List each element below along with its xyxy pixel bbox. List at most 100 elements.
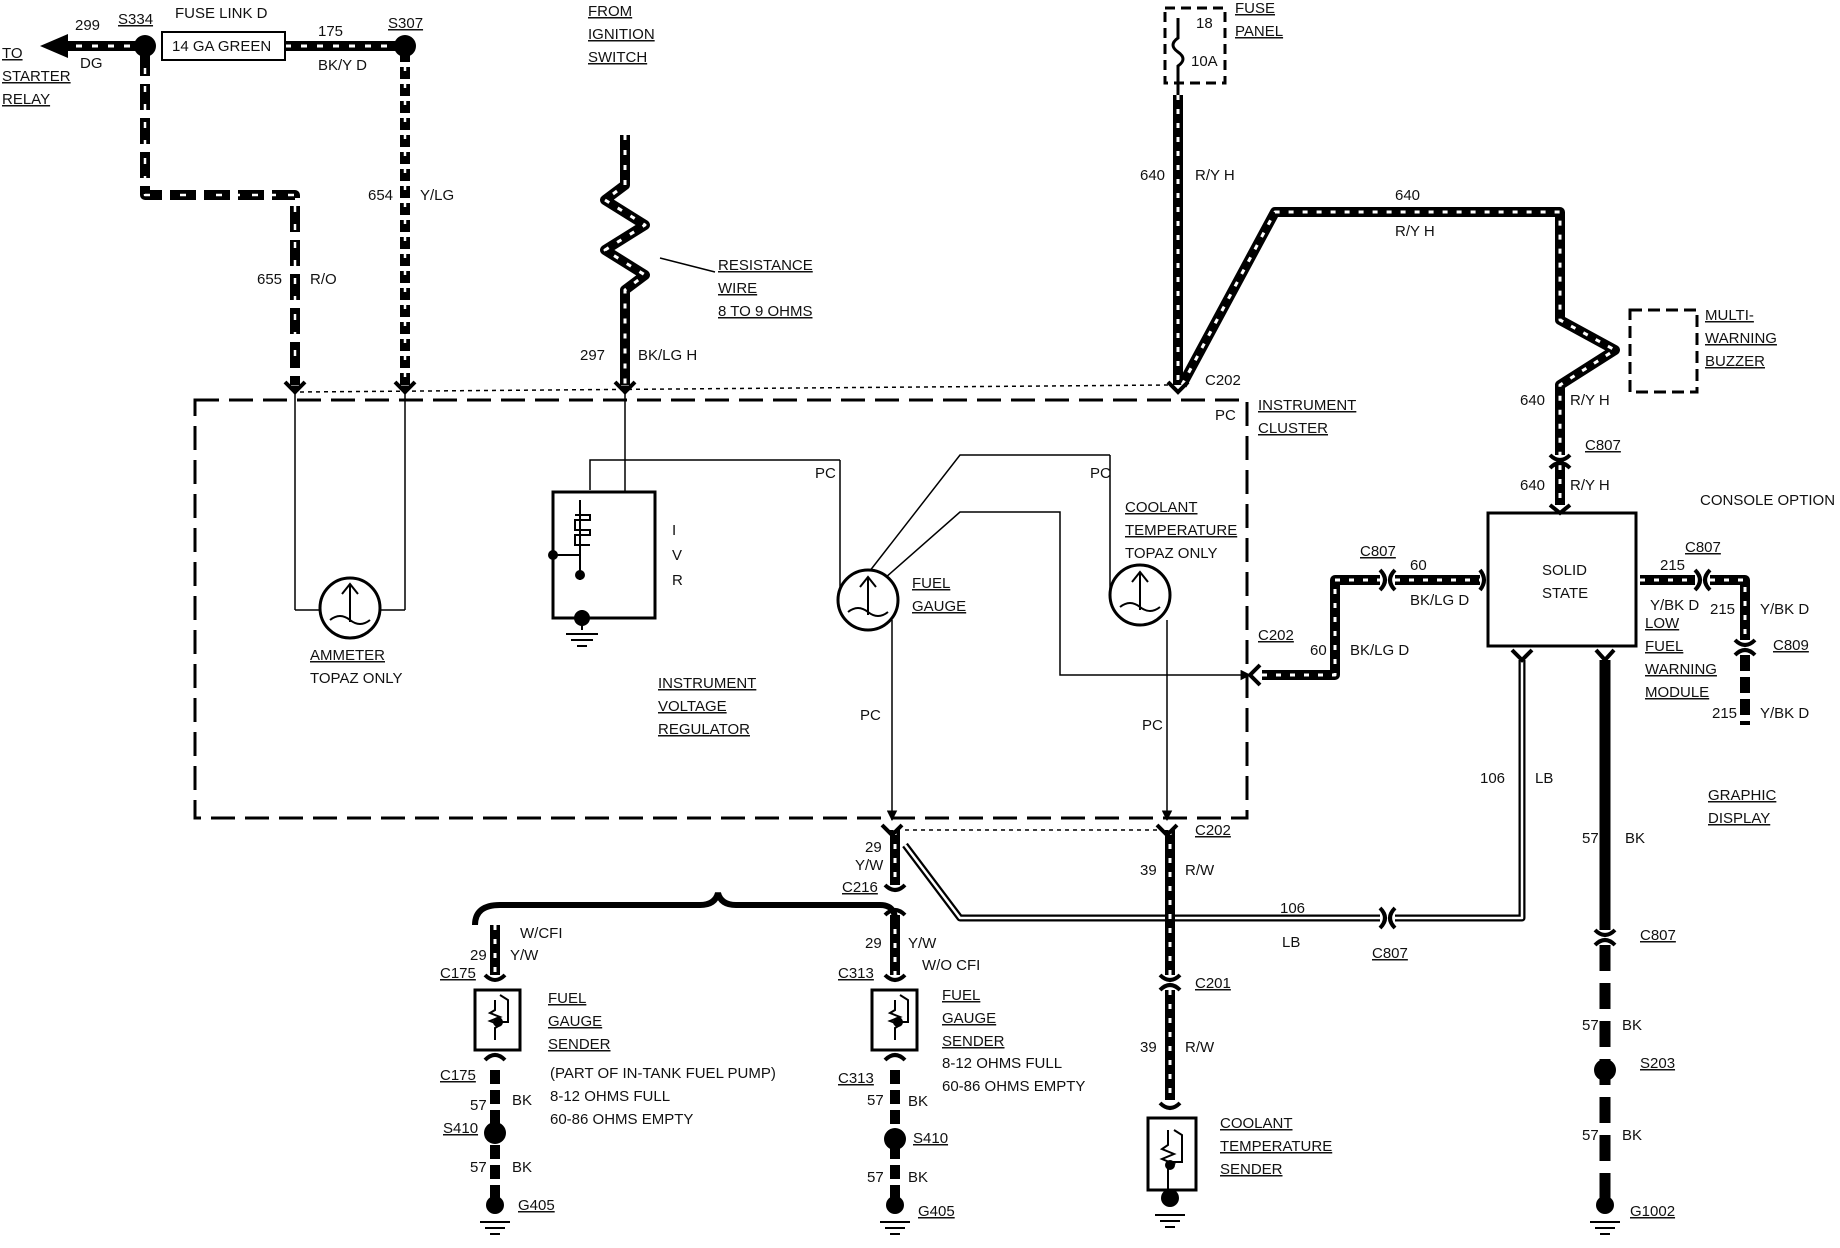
svg-text:REGULATOR: REGULATOR [658,721,750,738]
svg-text:G405: G405 [918,1203,955,1220]
svg-text:10A: 10A [1191,53,1218,70]
svg-text:BK/LG D: BK/LG D [1350,642,1409,659]
svg-text:57: 57 [1582,830,1599,847]
svg-text:RELAY: RELAY [2,91,50,108]
svg-text:BK/LG D: BK/LG D [1410,592,1469,609]
svg-text:C175: C175 [440,965,476,982]
svg-text:R/Y H: R/Y H [1395,223,1435,240]
svg-text:(PART OF IN-TANK FUEL PUMP): (PART OF IN-TANK FUEL PUMP) [550,1065,776,1082]
svg-text:R/Y H: R/Y H [1570,477,1610,494]
ground-g405-b [886,1196,904,1214]
svg-text:W/O CFI: W/O CFI [922,957,980,974]
label-graphic-display: GRAPHIC [1708,787,1777,804]
label-console-option: CONSOLE OPTION [1700,492,1835,509]
svg-text:640: 640 [1140,167,1165,184]
ground-coolant [1161,1189,1179,1207]
svg-text:Y/W: Y/W [855,857,884,874]
svg-text:S410: S410 [913,1130,948,1147]
svg-text:29: 29 [865,839,882,856]
internal-circuit [289,385,1252,822]
svg-text:BK: BK [512,1159,532,1176]
label-from-ignition: FROM [588,3,632,20]
wire-60 [1262,575,1380,680]
svg-text:W/CFI: W/CFI [520,925,563,942]
splice-s203 [1594,1059,1616,1081]
svg-text:C201: C201 [1195,975,1231,992]
svg-text:V: V [672,547,682,564]
svg-text:VOLTAGE: VOLTAGE [658,698,727,715]
wcfi-brace [472,892,898,926]
svg-text:BK/Y D: BK/Y D [318,57,367,74]
splice-s334 [134,35,156,57]
svg-text:BK: BK [1622,1017,1642,1034]
label-instrument-voltage-regulator: INSTRUMENT [658,675,756,692]
svg-text:57: 57 [867,1169,884,1186]
svg-text:215: 215 [1710,601,1735,618]
svg-text:297: 297 [580,347,605,364]
svg-text:57: 57 [1582,1127,1599,1144]
svg-text:BUZZER: BUZZER [1705,353,1765,370]
svg-text:Y/BK D: Y/BK D [1760,601,1809,618]
svg-text:640: 640 [1520,477,1545,494]
svg-text:14 GA GREEN: 14 GA GREEN [172,38,271,55]
instrument-cluster-boundary [193,398,1249,820]
wire-655 [140,50,300,385]
label-fuse-link: FUSE LINK D [175,5,268,22]
svg-text:C216: C216 [842,879,878,896]
label-fuel-gauge-sender-2: FUEL [942,987,980,1004]
label-resistance-wire: RESISTANCE [718,257,813,274]
svg-text:BK/LG H: BK/LG H [638,347,697,364]
svg-text:C202: C202 [1205,372,1241,389]
svg-text:Y/W: Y/W [510,947,539,964]
svg-text:60-86 OHMS EMPTY: 60-86 OHMS EMPTY [550,1111,693,1128]
svg-text:39: 39 [1140,1039,1157,1056]
fuse-panel-box [1163,6,1227,85]
svg-text:R/Y H: R/Y H [1570,392,1610,409]
svg-text:STARTER: STARTER [2,68,71,85]
svg-text:60: 60 [1310,642,1327,659]
svg-text:215: 215 [1660,557,1685,574]
svg-text:WARNING: WARNING [1705,330,1777,347]
svg-text:654: 654 [368,187,393,204]
svg-text:TOPAZ ONLY: TOPAZ ONLY [310,670,403,687]
svg-text:39: 39 [1140,862,1157,879]
svg-text:29: 29 [865,935,882,952]
svg-text:Y/LG: Y/LG [420,187,454,204]
svg-text:MODULE: MODULE [1645,684,1709,701]
svg-text:655: 655 [257,271,282,288]
label-coolant-temperature: COOLANT [1125,499,1198,516]
svg-text:DISPLAY: DISPLAY [1708,810,1770,827]
label-coolant-temperature-sender: COOLANT [1220,1115,1293,1132]
label-fuel-gauge: FUEL [912,575,950,592]
svg-text:WIRE: WIRE [718,280,757,297]
label-ammeter: AMMETER [310,647,385,664]
svg-text:SENDER: SENDER [548,1036,611,1053]
fuse-icon [1171,18,1185,95]
svg-text:SENDER: SENDER [1220,1161,1283,1178]
label-multi-warning-buzzer: MULTI- [1705,307,1754,324]
svg-text:60-86 OHMS EMPTY: 60-86 OHMS EMPTY [942,1078,1085,1095]
svg-text:I: I [672,522,676,539]
svg-text:106: 106 [1280,900,1305,917]
svg-text:215: 215 [1712,705,1737,722]
svg-text:R/W: R/W [1185,862,1215,879]
svg-text:BK: BK [1622,1127,1642,1144]
splice-s410-a [484,1122,506,1144]
svg-text:GAUGE: GAUGE [912,598,966,615]
svg-text:C809: C809 [1773,637,1809,654]
splice-s410-b [884,1128,906,1150]
svg-text:106: 106 [1480,770,1505,787]
label-s307: S307 [388,15,423,32]
svg-text:WARNING: WARNING [1645,661,1717,678]
svg-text:8 TO 9 OHMS: 8 TO 9 OHMS [718,303,812,320]
svg-text:175: 175 [318,23,343,40]
ivr-internal [555,500,591,630]
svg-text:C175: C175 [440,1067,476,1084]
svg-text:57: 57 [1582,1017,1599,1034]
svg-text:C807: C807 [1360,543,1396,560]
ground-g405-a [486,1196,504,1214]
svg-text:C202: C202 [1258,627,1294,644]
svg-text:BK: BK [512,1092,532,1109]
svg-text:57: 57 [867,1092,884,1109]
svg-text:PANEL: PANEL [1235,23,1283,40]
